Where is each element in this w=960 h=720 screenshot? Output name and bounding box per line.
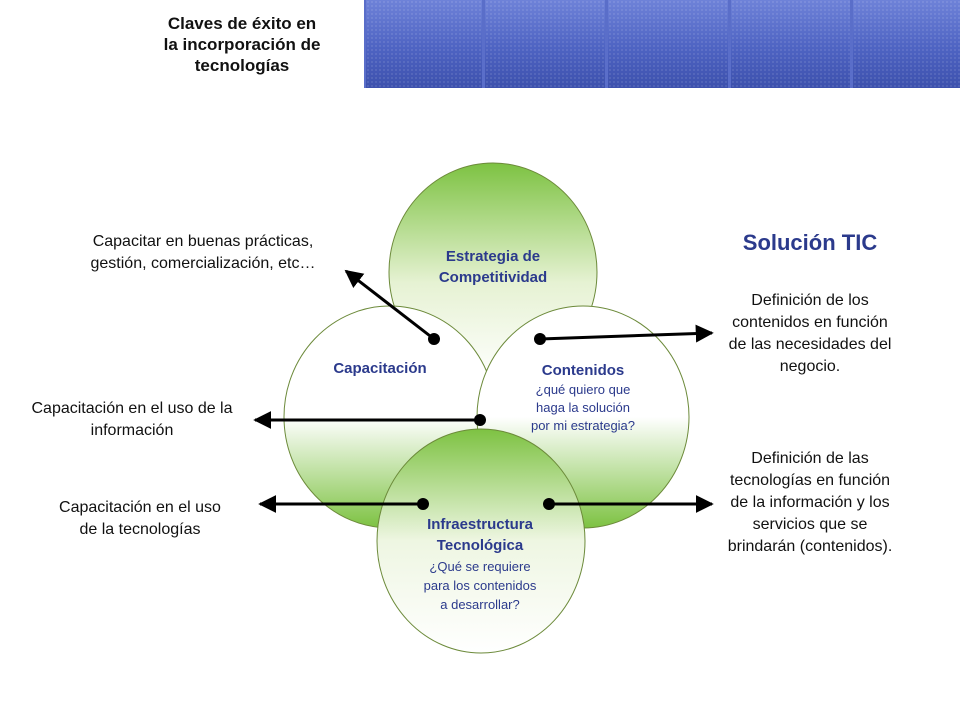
annotation-def-contenidos: Definición de los contenidos en función … — [728, 292, 892, 375]
header-band: Claves de éxito en la incorporación de t… — [0, 0, 960, 88]
connector-dot — [534, 333, 546, 345]
label-capacitacion: Capacitación — [333, 360, 427, 377]
connector-dot — [428, 333, 440, 345]
label-contenidos-sub: ¿qué quiero que haga la solución por mi … — [530, 382, 636, 433]
page-title: Claves de éxito en la incorporación de t… — [163, 13, 321, 75]
label-estrategia: Estrategia de Competitividad — [438, 248, 548, 286]
annotation-def-tecnologias: Definición de las tecnologías en función… — [727, 450, 893, 555]
label-infraestructura-sub: ¿Qué se requiere para los contenidos a d… — [423, 559, 537, 612]
annotation-uso-informacion: Capacitación en el uso de la información — [31, 400, 233, 439]
connector-dot — [417, 498, 429, 510]
header-tile — [608, 0, 728, 88]
header-tile — [731, 0, 850, 88]
connector-dot — [543, 498, 555, 510]
header-tile — [366, 0, 482, 88]
circle-infraestructura — [376, 428, 586, 654]
solucion-tic-heading: Solución TIC — [742, 230, 878, 255]
connector-dot — [474, 414, 486, 426]
annotation-buenas-practicas: Capacitar en buenas prácticas, gestión, … — [90, 233, 316, 272]
header-tile — [485, 0, 605, 88]
label-infraestructura: Infraestructura Tecnológica — [427, 516, 533, 554]
arrow-buenas-practicas — [344, 269, 435, 341]
header-tile — [853, 0, 960, 88]
header-left-blank — [0, 0, 120, 88]
title-tab: Claves de éxito en la incorporación de t… — [120, 0, 364, 88]
arrow-def-contenidos — [539, 324, 714, 343]
label-contenidos: Contenidos — [541, 362, 625, 379]
annotation-uso-tecnologias: Capacitación en el uso de la tecnologías — [59, 499, 221, 538]
